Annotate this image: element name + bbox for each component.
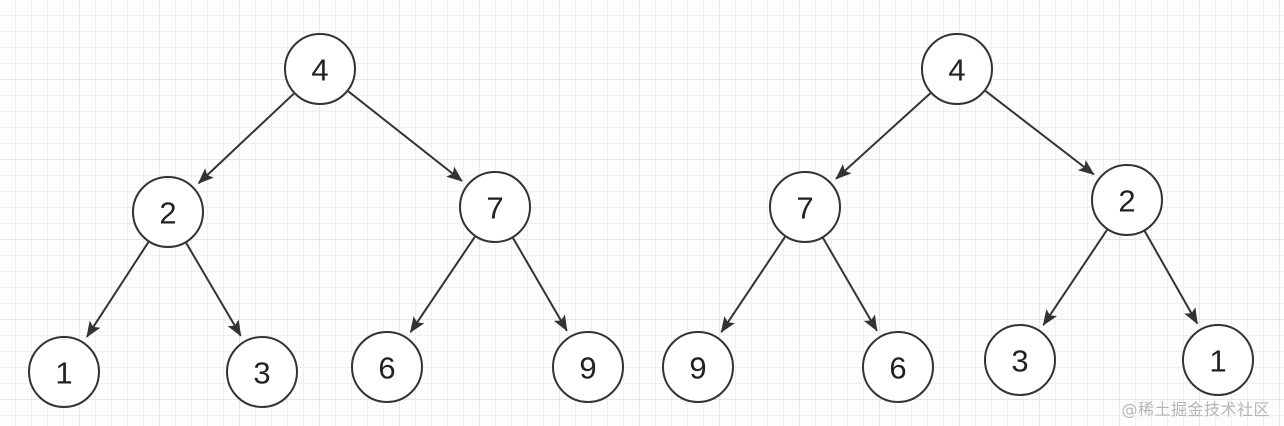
tree-node[interactable]: 1 [28,336,100,408]
node-label: 7 [486,191,503,226]
tree-edge [185,242,242,337]
tree-node[interactable]: 3 [226,336,298,408]
node-circle [921,33,993,105]
tree-node[interactable]: 4 [921,33,993,105]
edges-layer [86,90,1199,338]
node-label: 9 [579,351,596,386]
tree-edge [512,237,568,332]
watermark-label: @稀土掘金技术社区 [1121,400,1270,419]
node-label: 6 [889,351,906,386]
node-label: 6 [378,351,395,386]
tree-edges-original-tree [86,90,568,338]
node-label: 1 [55,356,72,391]
tree-node[interactable]: 7 [769,171,841,243]
tree-nodes-mirrored-tree: 4 7 2 9 6 3 1 [662,33,1254,403]
tree-edge [86,241,150,338]
tree-node[interactable]: 3 [984,324,1056,396]
tree-node[interactable]: 7 [459,171,531,243]
node-label: 9 [689,351,706,386]
node-label: 3 [253,356,270,391]
node-circle [662,331,734,403]
tree-edge [347,90,463,182]
tree-node[interactable]: 9 [552,331,624,403]
node-circle [351,331,423,403]
tree-edge [1143,230,1199,325]
tree-node[interactable]: 6 [862,331,934,403]
tree-edges-mirrored-tree [720,90,1199,333]
node-circle [862,331,934,403]
node-circle [459,171,531,243]
node-label: 2 [1118,184,1135,219]
node-circle [1182,324,1254,396]
tree-edge [1042,229,1108,326]
node-label: 4 [948,53,965,88]
tree-nodes-original-tree: 4 2 7 1 3 6 9 [28,33,624,408]
tree-edge [822,237,878,332]
node-label: 3 [1011,344,1028,379]
tree-node[interactable]: 1 [1182,324,1254,396]
node-label: 1 [1209,344,1226,379]
node-circle [1091,164,1163,236]
tree-node[interactable]: 4 [284,33,356,105]
tree-edge [409,236,476,334]
node-label: 7 [796,191,813,226]
tree-edge [720,236,786,333]
node-circle [284,33,356,105]
tree-node[interactable]: 2 [1091,164,1163,236]
node-circle [769,171,841,243]
node-label: 4 [311,53,328,88]
node-circle [226,336,298,408]
tree-edge [835,92,932,180]
tree-node[interactable]: 2 [132,176,204,248]
tree-node[interactable]: 9 [662,331,734,403]
tree-edge [984,90,1095,176]
nodes-layer: 4 2 7 1 3 6 9 4 7 2 9 6 3 1 [28,33,1254,408]
node-circle [132,176,204,248]
node-circle [984,324,1056,396]
node-circle [552,331,624,403]
tree-node[interactable]: 6 [351,331,423,403]
node-label: 2 [159,196,176,231]
tree-edge [197,92,295,184]
node-circle [28,336,100,408]
